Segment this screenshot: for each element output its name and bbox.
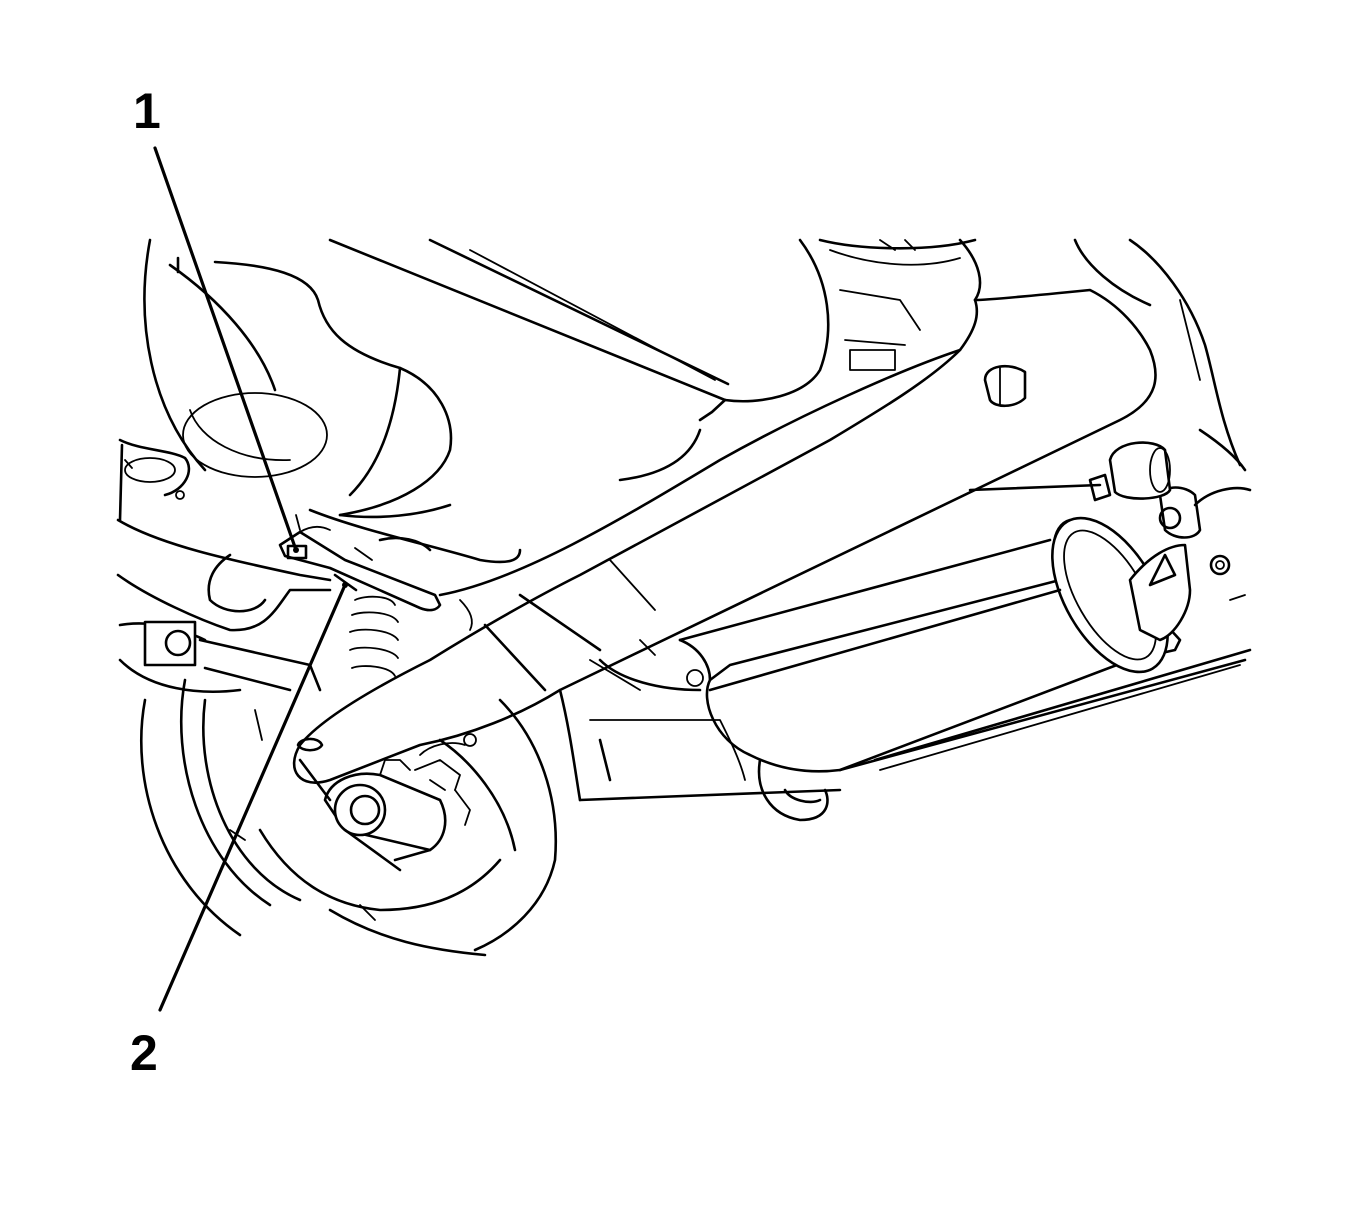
callout-1-label: 1	[133, 83, 161, 139]
callout-leaders	[153, 146, 348, 1012]
exhaust-hanger	[968, 428, 1252, 642]
floor-pan	[143, 238, 730, 564]
rear-axle-beam	[292, 288, 1157, 784]
lower-panel	[558, 639, 842, 802]
mounting-bracket	[278, 514, 442, 612]
callout-2-leader	[158, 583, 347, 1012]
wheel-hub	[298, 733, 477, 872]
callout-1-point	[293, 547, 299, 553]
muffler	[678, 516, 1252, 822]
callout-2-label: 2	[130, 1025, 158, 1081]
coil-spring	[349, 536, 473, 677]
callout-1-leader	[153, 146, 298, 552]
callout-2-point	[342, 582, 348, 588]
rear-wheel	[139, 678, 557, 957]
wheel-arch-upper	[723, 238, 1242, 467]
